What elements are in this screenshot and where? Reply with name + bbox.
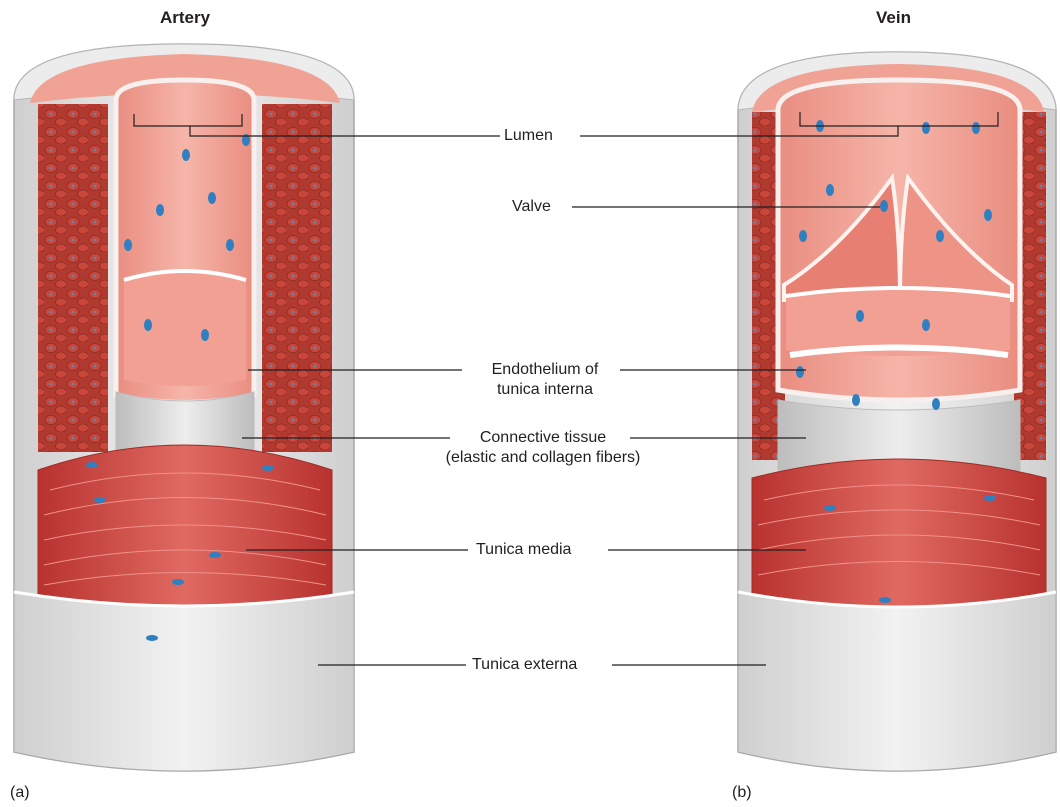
connective-tissue-label: Connective tissue (elastic and collagen … xyxy=(408,428,678,468)
vein-title: Vein xyxy=(876,8,911,28)
panel-b-label: (b) xyxy=(732,784,752,802)
connective-label-line1: Connective tissue xyxy=(408,428,678,448)
tunica-externa-label: Tunica externa xyxy=(472,655,577,675)
endothelium-label: Endothelium of tunica interna xyxy=(470,360,620,400)
panel-a-label: (a) xyxy=(10,784,30,802)
artery-title: Artery xyxy=(160,8,210,28)
endothelium-label-line1: Endothelium of xyxy=(470,360,620,380)
lumen-label: Lumen xyxy=(504,126,553,146)
connective-label-line2: (elastic and collagen fibers) xyxy=(408,448,678,468)
artery-illustration xyxy=(14,44,354,771)
endothelium-label-line2: tunica interna xyxy=(470,380,620,400)
tunica-media-label: Tunica media xyxy=(476,540,571,560)
valve-label: Valve xyxy=(512,197,551,217)
vein-illustration xyxy=(738,52,1056,771)
